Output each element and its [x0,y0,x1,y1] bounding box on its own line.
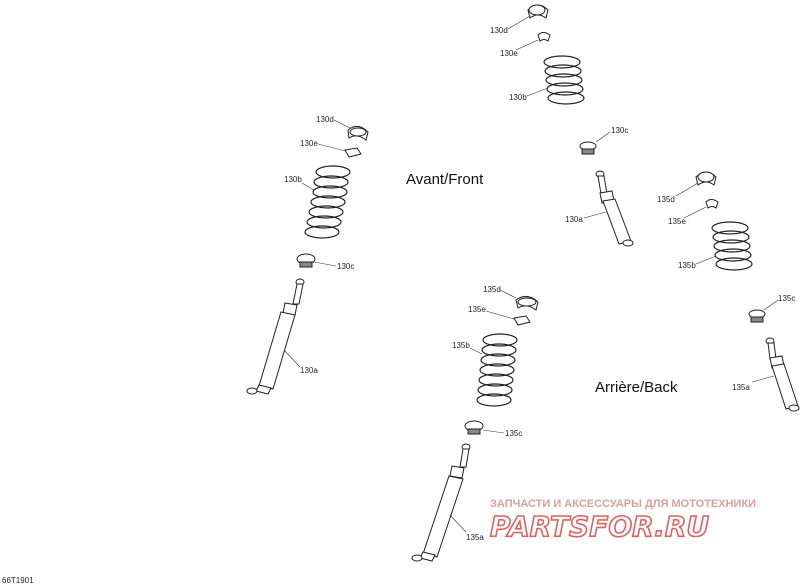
shock-absorber-icon [246,278,305,395]
front-section-label: Avant/Front [406,171,484,188]
coil-spring-icon [304,165,351,239]
document-reference: 66T1901 [2,576,34,585]
coil-spring-icon [476,333,518,407]
watermark-logo: PARTSFOR.RU [490,510,709,543]
callout-130c-top: 130c [611,126,628,135]
callout-135c: 135c [505,429,522,438]
callout-130a-top: 130a [565,215,583,224]
spring-keeper-icon [344,147,362,158]
spring-keeper-icon [537,32,551,42]
callout-130d-top: 130d [490,26,508,35]
rear-right-assembly: 135d 135e 135b 135c 135a [657,171,800,412]
spring-retainer-cup-icon [527,4,549,19]
callout-130e-top: 130e [500,49,518,58]
callout-135a: 135a [466,533,484,542]
callout-135d: 135d [483,285,501,294]
front-right-assembly: 130d 130e 130b 130c 130a [490,4,634,247]
watermark: ЗАПЧАСТИ И АКСЕССУАРЫ ДЛЯ МОТОТЕХНИКИ PA… [489,498,756,544]
spring-seat-icon [748,309,766,323]
callout-135a-right: 135a [732,383,750,392]
spring-seat-icon [464,420,505,435]
shock-absorber-icon [411,443,471,562]
callout-130c: 130c [337,262,354,271]
spring-keeper-icon [513,315,531,326]
spring-retainer-cup-icon [515,296,539,311]
spring-seat-icon [296,253,337,268]
coil-spring-icon [711,221,753,271]
shock-absorber-icon [595,170,634,247]
callout-135d-right: 135d [657,195,675,204]
callout-135b-right: 135b [678,261,696,270]
callout-130e: 130e [300,139,318,148]
callout-130b-top: 130b [509,93,527,102]
callout-130b: 130b [284,175,302,184]
spring-retainer-cup-icon [695,171,717,186]
callout-135c-right: 135c [778,294,795,303]
rear-section-label: Arrière/Back [595,379,678,396]
spring-retainer-cup-icon [347,126,369,141]
spring-keeper-icon [705,199,719,209]
callout-130d: 130d [316,115,334,124]
callout-130a: 130a [300,366,318,375]
rear-left-assembly: 135d 135e 135b 135c [411,285,539,562]
callout-135e-right: 135e [668,217,686,226]
callout-135b: 135b [452,341,470,350]
spring-seat-icon [579,141,597,155]
watermark-caption: ЗАПЧАСТИ И АКСЕССУАРЫ ДЛЯ МОТОТЕХНИКИ [490,498,756,510]
coil-spring-icon [543,55,585,105]
shock-absorber-icon [765,337,800,412]
front-left-assembly: 130d 130e 130b 130c [246,115,369,395]
callout-135e: 135e [468,305,486,314]
